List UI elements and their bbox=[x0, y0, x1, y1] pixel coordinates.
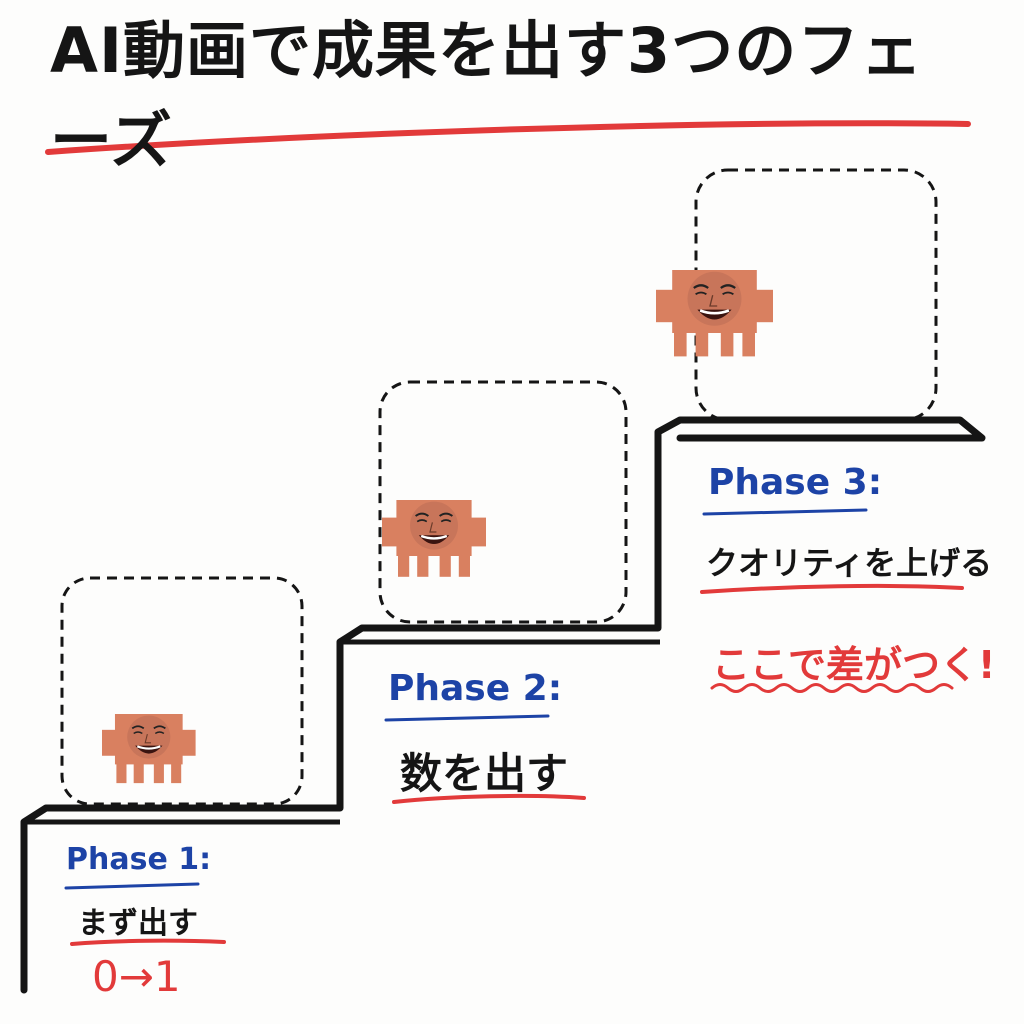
phase-1-label: Phase 1: bbox=[66, 842, 212, 877]
phase-3-text: クオリティを上げる bbox=[706, 544, 993, 582]
page-title: AI動画で成果を出す3つのフェーズ bbox=[50, 14, 924, 177]
phase-3-label: Phase 3: bbox=[708, 462, 883, 503]
phase-2-dashed-box bbox=[378, 380, 628, 624]
phase-2-label-underline bbox=[384, 714, 550, 722]
phase-3-note-wavy-underline bbox=[710, 683, 954, 693]
phase-1-text-underline bbox=[70, 938, 226, 946]
phase-1-dashed-box bbox=[60, 576, 304, 806]
title-underline bbox=[45, 120, 971, 155]
phase-2-label: Phase 2: bbox=[388, 668, 563, 709]
phase-1-note: 0→1 bbox=[92, 952, 181, 1001]
phase-2-text-underline bbox=[392, 793, 586, 804]
phase-3-note: ここで差がつく! bbox=[712, 643, 996, 687]
phase-1-label-underline bbox=[64, 882, 200, 890]
phase-3-label-underline bbox=[702, 508, 868, 516]
phase-3-character-icon bbox=[654, 268, 775, 358]
phase-1-character-icon bbox=[100, 712, 197, 785]
phase-1-text: まず出す bbox=[78, 906, 198, 941]
phase-2-text: 数を出す bbox=[400, 749, 569, 798]
phase-2-character-icon bbox=[380, 498, 488, 578]
staircase bbox=[20, 416, 986, 994]
phase-3-dashed-box bbox=[694, 168, 938, 422]
phase-3-text-underline bbox=[700, 583, 964, 594]
